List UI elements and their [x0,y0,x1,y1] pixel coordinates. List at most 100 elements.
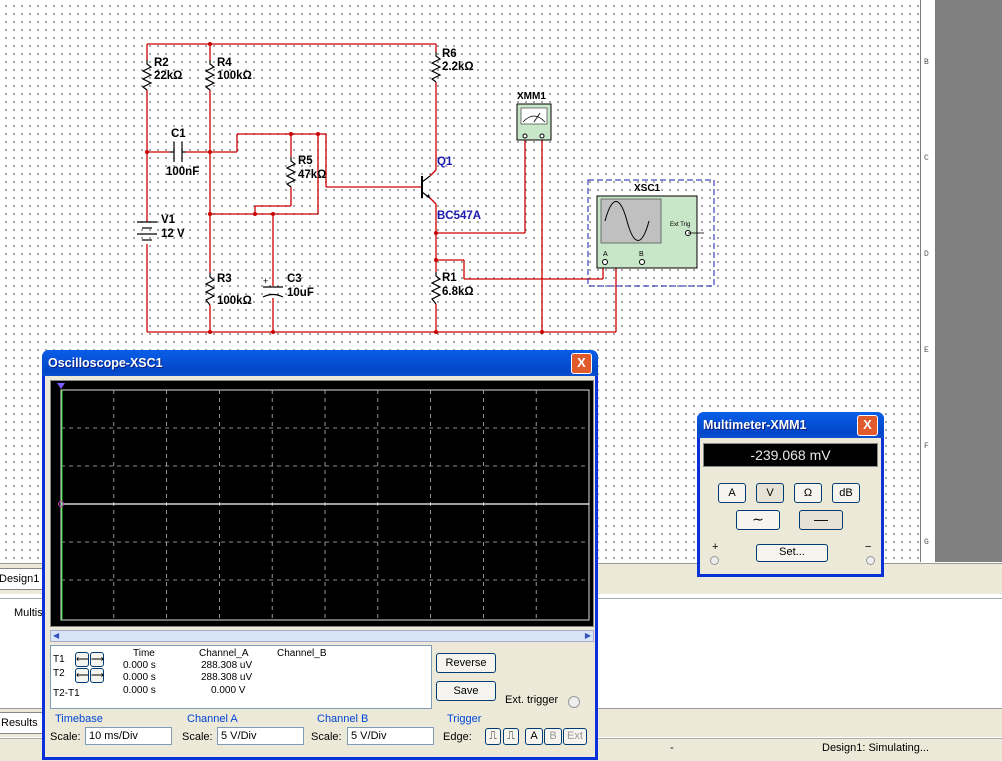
t2t1-time: 0.000 s [123,685,156,696]
ext-trigger-label: Ext. trigger [505,694,559,706]
scroll-right-icon[interactable]: ▶ [584,631,591,640]
oscilloscope-titlebar[interactable]: Oscilloscope-XSC1 X [42,350,598,376]
v1-name: V1 [161,214,176,226]
trigger-edge-label: Edge: [443,731,472,743]
xsc1-b-label: B [639,251,644,258]
r6-value: 2.2kΩ [442,61,474,73]
c3-value: 10uF [287,287,314,299]
ext-trigger-terminal[interactable] [568,696,580,708]
multimeter-titlebar[interactable]: Multimeter-XMM1 X [697,412,884,438]
r3-symbol [204,273,216,306]
save-button[interactable]: Save [436,681,496,701]
t2-label: T2 [53,668,65,679]
t1-left-arrow[interactable]: ⟵ [75,652,89,667]
ruler-mark-g: G [924,538,929,547]
r2-name: R2 [154,57,169,69]
r5-value: 47kΩ [298,169,327,181]
multimeter-display: -239.068 mV [703,443,878,467]
channel-a-scale-field[interactable]: 5 V/Div [217,727,304,745]
readout-header-cha: Channel_A [199,648,249,659]
timebase-title: Timebase [55,713,103,725]
t2-time: 0.000 s [123,672,156,683]
t2t1-cha: 0.000 V [211,685,246,696]
ammeter-button[interactable]: A [718,483,746,503]
close-icon: X [577,355,586,370]
xsc1-ext-trig: Ext Trig [670,222,691,228]
multimeter-title: Multimeter-XMM1 [703,418,807,432]
oscilloscope-close-button[interactable]: X [571,353,592,374]
trigger-b-button[interactable]: B [544,728,562,745]
multimeter-window[interactable]: Multimeter-XMM1 X -239.068 mV A V Ω dB ∼… [697,412,884,577]
c1-name: C1 [171,128,186,140]
channel-a-title: Channel A [187,713,238,725]
ruler-mark-d: D [924,250,929,259]
r3-value: 100kΩ [217,295,252,307]
xsc1-label[interactable]: XSC1 [634,183,661,194]
xsc1-a-label: A [603,251,608,258]
t2-cha: 288.308 uV [201,672,253,683]
dc-mode-icon[interactable]: — [799,510,843,530]
oscilloscope-window[interactable]: Oscilloscope-XSC1 X ◀ ▶ Time Chann [42,350,598,760]
minus-terminal-label: − [865,541,872,553]
minus-terminal[interactable] [866,556,875,565]
r4-symbol [204,60,216,91]
t2-right-arrow[interactable]: ⟶ [90,668,104,683]
r4-value: 100kΩ [217,70,252,82]
ohmmeter-button[interactable]: Ω [794,483,822,503]
db-button[interactable]: dB [832,483,860,503]
r1-symbol [430,272,442,305]
readout-header-chb: Channel_B [277,648,327,659]
plus-terminal[interactable] [710,556,719,565]
set-button[interactable]: Set... [756,544,828,562]
c1-value: 100nF [166,166,200,178]
channel-b-scale-field[interactable]: 5 V/Div [347,727,434,745]
channel-b-title: Channel B [317,713,369,725]
oscilloscope-grid [57,383,590,621]
t1-time: 0.000 s [123,660,156,671]
schematic-wires: + [137,42,715,334]
close-icon: X [863,417,872,432]
ac-mode-icon[interactable]: ∼ [736,510,780,530]
screen-scrollbar[interactable]: ◀ ▶ [50,630,594,642]
rising-edge-icon[interactable]: ⎍ [485,728,501,745]
output-text: Multis [14,607,43,619]
trigger-a-button[interactable]: A [525,728,543,745]
r6-symbol [430,52,442,83]
xmm1-label[interactable]: XMM1 [517,91,546,102]
workspace-gutter [936,0,1002,562]
plus-terminal-label: + [712,541,719,553]
falling-edge-icon[interactable]: ⎍ [503,728,519,745]
sheet-border-ruler: B C D E F G [920,0,936,562]
reverse-button[interactable]: Reverse [436,653,496,673]
voltmeter-button[interactable]: V [756,483,784,503]
channel-a-scale-label: Scale: [182,731,213,743]
r5-name: R5 [298,155,313,167]
c3-name: C3 [287,273,302,285]
r5-symbol [285,157,297,188]
r4-name: R4 [217,57,232,69]
ruler-mark-e: E [924,346,929,355]
r6-name: R6 [442,48,457,60]
t1-right-arrow[interactable]: ⟶ [90,652,104,667]
timebase-scale-field[interactable]: 10 ms/Div [85,727,172,745]
tab-design1[interactable]: Design1 [0,568,45,590]
tab-results[interactable]: Results [0,712,43,734]
t1-label: T1 [53,654,65,665]
ruler-mark-c: C [924,154,929,163]
svg-text:+: + [263,276,268,286]
t2-left-arrow[interactable]: ⟵ [75,668,89,683]
multimeter-close-button[interactable]: X [857,415,878,436]
oscilloscope-screen[interactable] [50,380,594,627]
r3-name: R3 [217,273,232,285]
status-dash: - [670,742,674,754]
oscilloscope-title: Oscilloscope-XSC1 [48,356,163,370]
timebase-scale-label: Scale: [50,731,81,743]
q1-name: Q1 [437,156,453,168]
scroll-left-icon[interactable]: ◀ [53,631,60,640]
trigger-ext-button[interactable]: Ext [563,728,587,745]
t1-cha: 288.308 uV [201,660,253,671]
readout-header-time: Time [133,648,155,659]
cursor-readout: Time Channel_A Channel_B 0.000 s 288.308… [50,645,432,709]
ruler-mark-b: B [924,58,929,67]
ruler-mark-f: F [924,442,929,451]
